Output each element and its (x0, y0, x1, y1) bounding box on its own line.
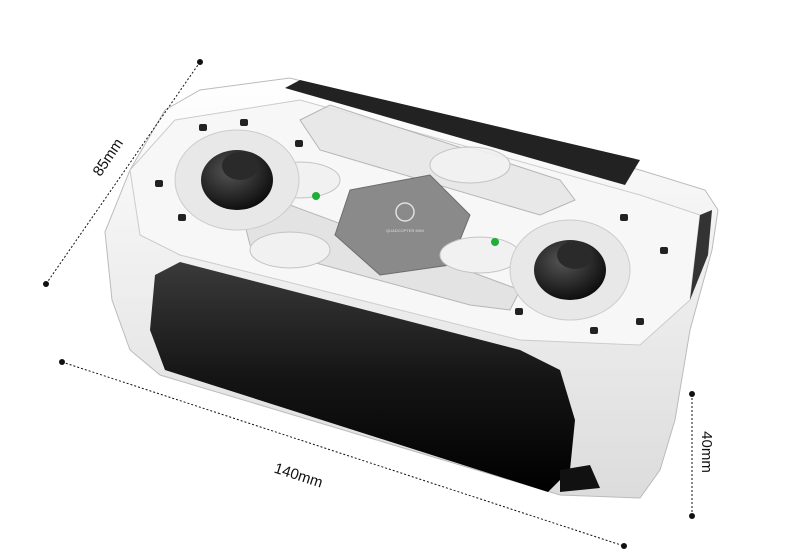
trim-buttons[interactable] (155, 119, 668, 334)
svg-text:85mm: 85mm (90, 135, 127, 179)
right-joystick[interactable] (509, 219, 631, 321)
dimension-height: 40mm (689, 391, 715, 519)
status-led-right (491, 238, 499, 246)
left-joystick[interactable] (174, 129, 300, 231)
status-led-left (312, 192, 320, 200)
star-logo: QUADCOPTER MINI (386, 202, 424, 233)
svg-text:QUADCOPTER MINI: QUADCOPTER MINI (386, 228, 424, 233)
svg-text:40mm: 40mm (698, 431, 715, 473)
svg-text:140mm: 140mm (272, 460, 325, 492)
